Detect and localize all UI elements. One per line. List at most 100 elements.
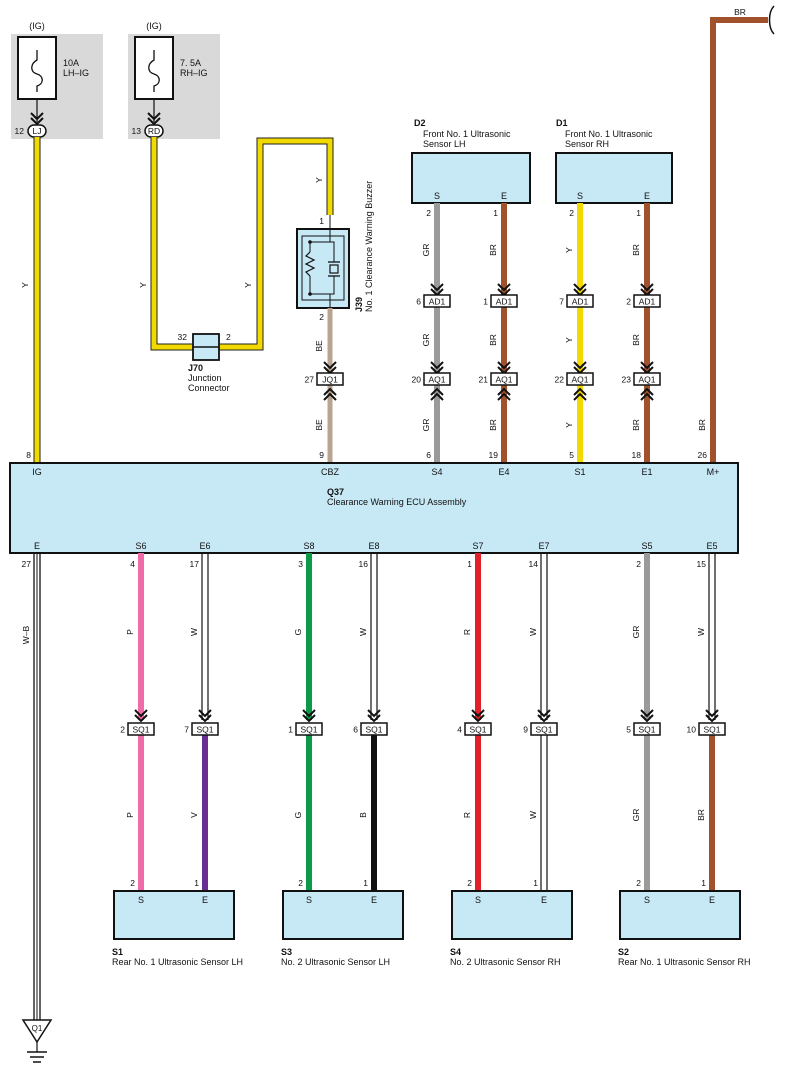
wire-s1-conn1-box: [566, 294, 594, 308]
wire-s5-label-lower: GR: [631, 809, 641, 822]
fuse-rh-icon: [148, 50, 160, 92]
wire-s4-conn1-label: AD1: [429, 297, 446, 307]
wire-s5-conn-box: [633, 722, 661, 736]
wire-ig: Y 8: [20, 137, 41, 463]
d2-pin-s-label: S: [434, 191, 440, 201]
wire-e4-chevron-up-icon: [497, 387, 511, 401]
fuse-lh-pin: 12: [15, 126, 25, 136]
wire-e5-chevron-down-icon: [705, 709, 719, 723]
j70-pin-left: 32: [178, 332, 188, 342]
wire-s7-conn-pin: 4: [457, 725, 462, 735]
s3-pin-s-label: S: [306, 895, 312, 905]
front-sensor-d1: D1 Front No. 1 Ultrasonic Sensor RH S E: [555, 118, 673, 204]
d1-box: [555, 152, 673, 204]
j70-name-line1: Junction: [188, 373, 222, 383]
wire-s4-conn2-box: [423, 372, 451, 386]
wire-s5-conn-label: SQ1: [638, 725, 655, 735]
s1-name: Rear No. 1 Ultrasonic Sensor LH: [112, 957, 243, 967]
resistor-icon: [304, 251, 316, 277]
wire-e4-label-3: BR: [488, 419, 498, 431]
wire-s6-ecu-pin-label: S6: [135, 541, 146, 551]
buzzer-wiring-return: [310, 276, 335, 295]
wire-ig-pin: 8: [26, 450, 31, 460]
j70-pin-right: 2: [226, 332, 231, 342]
s3-id: S3: [281, 947, 292, 957]
wire-cbz-chevron-up-icon: [323, 387, 337, 401]
wire-s1-conn1-pin: 7: [559, 297, 564, 307]
wire-e1-conn1-pin: 2: [626, 297, 631, 307]
d1-name-line1: Front No. 1 Ultrasonic: [565, 129, 653, 139]
wire-s1-conn2-pin: 22: [555, 375, 565, 385]
wire-s7-sensor-pin: 2: [467, 878, 472, 888]
ecu-pin-e: E: [34, 541, 40, 551]
ecu-pin-s4: S4: [431, 467, 442, 477]
d1-pin-s-label: S: [577, 191, 583, 201]
fuse-rh-name: RH–IG: [180, 68, 208, 78]
buzzer-inner: [301, 235, 345, 301]
wire-rh-to-j70-outline: [150, 137, 193, 351]
s1-box: [113, 890, 235, 940]
wire-s7-label-upper: R: [462, 629, 472, 635]
s3-pin-e-label: E: [371, 895, 377, 905]
wire-m-plus-core: [710, 17, 768, 463]
d1-name-line2: Sensor RH: [565, 139, 609, 149]
wire-s8-ecu-pin: 3: [298, 559, 303, 569]
wire-s5-conn-pin: 5: [626, 725, 631, 735]
wire-s5-ecu-pin-label: S5: [641, 541, 652, 551]
fuse-rh-group: (IG) RD 13 7. 5A RH–IG: [128, 21, 220, 139]
ecu-pin-e4: E4: [498, 467, 509, 477]
wire-m-plus: BR BR 26: [697, 5, 775, 463]
d2-box: [411, 152, 531, 204]
wire-s6-label-lower: P: [125, 812, 135, 818]
wire-cbz-pin: 9: [319, 450, 324, 460]
wire-e5-conn-pin: 10: [687, 725, 697, 735]
ecu-name: Clearance Warning ECU Assembly: [327, 497, 467, 507]
ecu-pin-m-plus: M+: [707, 467, 720, 477]
wire-e4-conn1-box: [490, 294, 518, 308]
wire-e1-conn1-box: [633, 294, 661, 308]
wire-e7-label-upper: W: [528, 628, 538, 636]
s4-box: [451, 890, 573, 940]
wire-s1-label-1: Y: [564, 247, 574, 253]
wire-s6-label-upper: P: [125, 629, 135, 635]
wire-s6-ecu-pin: 4: [130, 559, 135, 569]
ecu-pin-e1: E1: [641, 467, 652, 477]
wire-s1-conn2-label: AQ1: [571, 375, 588, 385]
wire-s1-label-3: Y: [564, 422, 574, 428]
wire-s7-chevron-down-icon: [471, 709, 485, 723]
ecu-pin-s1: S1: [574, 467, 585, 477]
wire-cbz-conn-box: [316, 372, 344, 386]
wire-e1-conn1-label: AD1: [639, 297, 656, 307]
d2-name-line1: Front No. 1 Ultrasonic: [423, 129, 511, 139]
wire-s1-from-pin: 2: [569, 208, 574, 218]
rear-sensor-s1: S E S1 Rear No. 1 Ultrasonic Sensor LH: [112, 890, 243, 967]
wire-e8-conn-label: SQ1: [365, 725, 382, 735]
fuse-lh-name: LH–IG: [63, 68, 89, 78]
wire-e5-conn-label: SQ1: [703, 725, 720, 735]
wire-s4-conn1-box: [423, 294, 451, 308]
wire-s5-chevron-down-icon: [640, 709, 654, 723]
wire-e5-ecu-pin: 15: [697, 559, 707, 569]
d1-id: D1: [556, 118, 568, 128]
wire-s4-conn1-pin: 6: [416, 297, 421, 307]
wire-e6-ecu-pin: 17: [190, 559, 200, 569]
buzzer-pin-bottom: 2: [319, 312, 324, 322]
s2-pin-e-label: E: [709, 895, 715, 905]
wire-m-plus-label: BR: [697, 419, 707, 431]
wire-j70-right-label: Y: [243, 282, 253, 288]
ecu-pin-cbz: CBZ: [321, 467, 340, 477]
wire-s1-chevron-up-icon: [573, 387, 587, 401]
buzzer-id: J39: [354, 297, 364, 312]
wire-e1-label-1: BR: [631, 244, 641, 256]
wire-e1-label-3: BR: [631, 419, 641, 431]
wire-e7-conn-box: [530, 722, 558, 736]
s2-box: [619, 890, 741, 940]
s2-pin-s-label: S: [644, 895, 650, 905]
s3-name: No. 2 Ultrasonic Sensor LH: [281, 957, 390, 967]
wire-s7-label-lower: R: [462, 812, 472, 818]
wire-ground-label: W–B: [21, 625, 31, 644]
wire-rh-to-j70-core: [151, 137, 193, 350]
buzzer-pin-top: 1: [319, 216, 324, 226]
wire-e4-conn1-pin: 1: [483, 297, 488, 307]
